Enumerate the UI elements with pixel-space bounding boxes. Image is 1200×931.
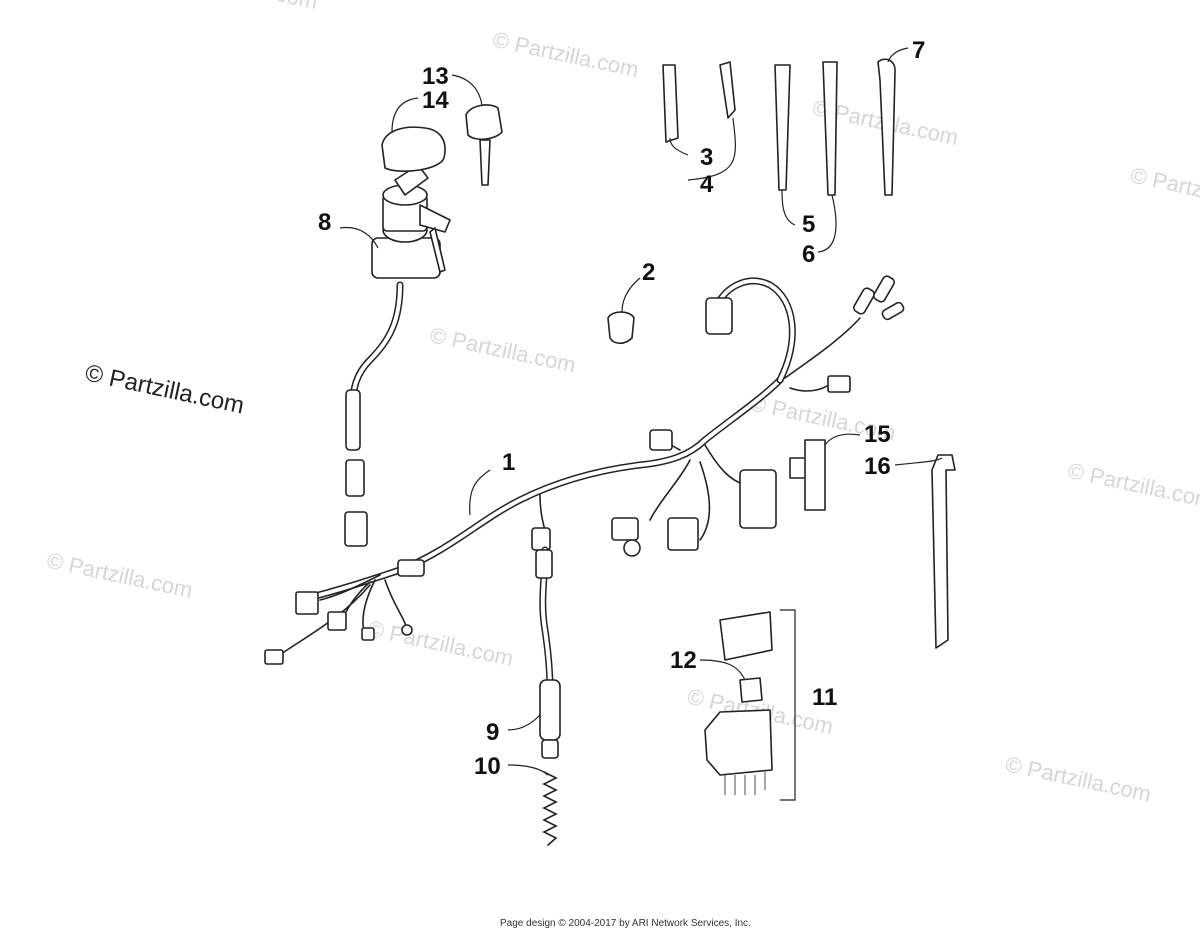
relay-assembly	[704, 609, 796, 801]
key-head	[465, 104, 503, 141]
connector	[649, 429, 673, 451]
connector	[264, 649, 284, 665]
relay-base	[704, 709, 773, 776]
main-wiring-harness	[264, 275, 905, 665]
connector	[535, 549, 553, 579]
relay-cover	[719, 611, 773, 661]
spring	[542, 771, 558, 846]
clip-15	[789, 439, 826, 511]
connector	[397, 559, 425, 577]
connector	[345, 459, 365, 497]
connector	[295, 591, 319, 615]
multi-pin-connector	[739, 469, 777, 529]
connector	[667, 517, 699, 551]
ring-terminal	[401, 624, 413, 636]
speed-sensor	[535, 546, 561, 759]
switch-body	[371, 237, 441, 279]
watermark-text: © Partzilla.com	[365, 616, 515, 671]
wire-clamp-2	[607, 311, 635, 345]
ignition-key	[465, 104, 503, 186]
leader-lines	[339, 47, 943, 776]
callout-14: 14	[422, 87, 449, 114]
cable-clips	[662, 58, 896, 196]
clip-3	[662, 64, 679, 143]
footer-copyright: Page design © 2004-2017 by ARI Network S…	[500, 918, 751, 929]
callout-5: 5	[802, 211, 815, 238]
callout-1: 1	[502, 449, 515, 476]
watermark-main: © Partzilla.com	[83, 359, 247, 419]
cable-tie-16	[931, 454, 956, 649]
key-blade	[429, 227, 446, 273]
callout-10: 10	[474, 753, 501, 780]
watermark-text: © Partzilla.com	[1003, 751, 1153, 806]
callout-6: 6	[802, 241, 815, 268]
watermark-text: © Partzilla.com	[1128, 162, 1200, 217]
watermark-text: © Partzilla.com	[45, 548, 195, 603]
callout-9: 9	[486, 719, 499, 746]
callout-16: 16	[864, 453, 891, 480]
callout-11: 11	[812, 684, 837, 711]
cable-tie-5	[774, 64, 791, 191]
bullet-terminal	[881, 301, 905, 321]
fuse	[739, 677, 763, 703]
cable-tie-6	[822, 61, 838, 196]
connector	[344, 511, 368, 547]
connector	[361, 627, 375, 641]
connector	[623, 539, 641, 557]
key-fob-body	[381, 126, 446, 172]
callout-15: 15	[864, 421, 891, 448]
cable-tie-7	[877, 58, 896, 196]
callout-12: 12	[670, 647, 697, 674]
key-fob	[381, 126, 446, 172]
callout-7: 7	[912, 37, 925, 64]
connector	[531, 527, 551, 551]
connector	[611, 517, 639, 541]
watermark-text: © Partzilla.com	[170, 0, 320, 14]
callout-3: 3	[700, 144, 713, 171]
callout-labels: 1 2 3 4 5 6 7 8 9 10 11 12 13 14 15 16	[318, 37, 925, 780]
key-head	[419, 204, 451, 233]
clip-4	[719, 61, 736, 119]
bullet-terminal	[872, 275, 896, 303]
sensor-body	[539, 679, 561, 741]
callout-13: 13	[422, 63, 449, 90]
bullet-terminal	[852, 287, 876, 315]
ignition-switch	[345, 164, 451, 497]
sensor-tip	[541, 739, 559, 759]
callout-4: 4	[700, 171, 714, 198]
connector	[705, 297, 733, 335]
watermark-text: © Partzilla.com	[428, 322, 578, 377]
key-blade	[479, 139, 491, 186]
wire-sleeve	[345, 389, 361, 451]
watermark-text: © Partzilla.com	[491, 27, 641, 82]
watermark-text: © Partzilla.com	[1066, 458, 1200, 513]
connector	[827, 375, 851, 393]
connector	[327, 611, 347, 631]
callout-2: 2	[642, 259, 655, 286]
callout-8: 8	[318, 209, 331, 236]
